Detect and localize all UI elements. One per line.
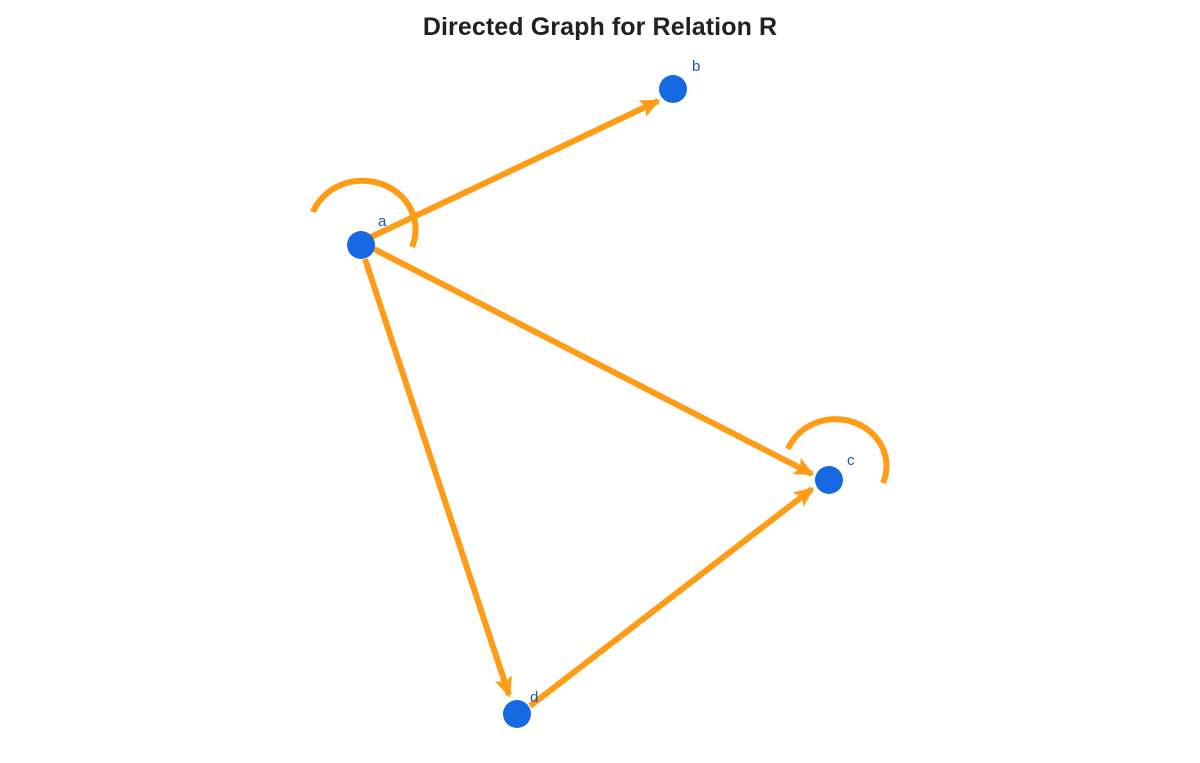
edge-layer [310,98,890,709]
node-d[interactable] [503,700,531,728]
node-layer [347,75,843,728]
node-c[interactable] [815,466,843,494]
node-label-d: d [530,689,538,706]
node-b[interactable] [659,75,687,103]
edge-c-to-c-selfloop[interactable] [785,416,890,485]
page-title: Directed Graph for Relation R [422,13,778,41]
node-a[interactable] [347,231,375,259]
edge-a-to-c[interactable] [372,246,815,477]
edge-d-to-c[interactable] [528,486,815,709]
node-label-layer: a b c d [378,58,855,706]
edge-a-to-d[interactable] [362,258,513,698]
edge-a-to-b[interactable] [367,98,661,241]
node-label-a: a [378,213,387,230]
node-label-c: c [847,452,855,469]
edge-a-to-a-selfloop[interactable] [310,177,419,249]
node-label-b: b [692,58,700,75]
